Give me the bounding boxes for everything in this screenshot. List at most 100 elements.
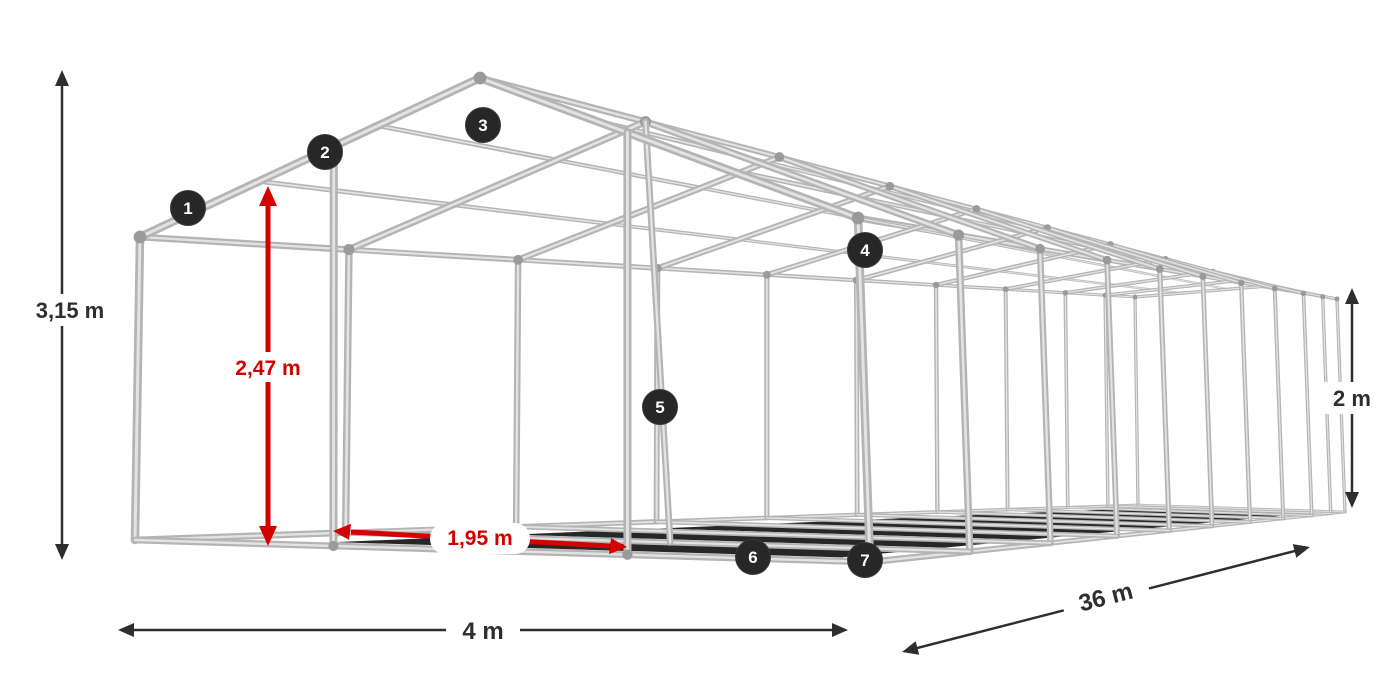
part-marker-3[interactable]: 3 <box>465 107 501 143</box>
frame-tube-highlight <box>344 248 351 534</box>
ground-shadow <box>1077 509 1287 517</box>
frame-tube-highlight <box>1302 292 1313 517</box>
dimension-label-entrance-width: 1,95 m <box>447 527 512 550</box>
frame-tube-highlight <box>478 76 860 220</box>
part-marker-1-circle <box>170 190 206 226</box>
frame-tube-highlight <box>855 226 1049 282</box>
frame-tube-highlight <box>1202 275 1213 527</box>
frame-tube-highlight <box>138 235 351 251</box>
frame-tube-highlight <box>1046 226 1204 278</box>
part-marker-7-circle <box>847 542 883 578</box>
frame-tube-highlight <box>1004 288 1009 511</box>
arrowhead-left-icon <box>902 641 920 655</box>
dimension-entrance-width: 1,95 m <box>333 523 627 555</box>
frame-tube-highlight <box>996 270 1063 280</box>
part-marker-3-circle <box>465 107 501 143</box>
dimension-length: 36 m <box>902 544 1310 655</box>
tube-joint <box>1334 296 1340 302</box>
tube-joint <box>513 254 523 265</box>
tube-joint <box>1237 279 1245 287</box>
part-marker-4[interactable]: 4 <box>847 232 883 268</box>
label-background <box>22 294 118 326</box>
arrowhead-up-icon <box>1345 288 1359 304</box>
frame-tube-highlight <box>451 204 611 225</box>
dimension-side-height: 2 m <box>1322 288 1382 508</box>
arrowhead-right-icon <box>832 623 848 637</box>
frame-tube-highlight <box>1107 505 1332 514</box>
arrowhead-right-icon <box>609 538 627 555</box>
tube-joint <box>1155 265 1164 273</box>
tube-joint <box>622 549 633 560</box>
frame-tube-highlight <box>856 514 1213 527</box>
label-background <box>430 523 530 554</box>
tube-joint <box>774 152 785 162</box>
dimension-clearance-height: 2,47 m <box>226 186 310 546</box>
frame-tube-highlight <box>778 155 1042 250</box>
tube-joint <box>1035 243 1045 254</box>
tube-joint <box>932 281 940 289</box>
tube-joint <box>343 244 355 256</box>
frame-tube-highlight <box>258 180 454 206</box>
part-marker-4-number: 4 <box>860 241 870 260</box>
frame-tube-highlight <box>989 242 1059 258</box>
frame-tube-highlight <box>1240 282 1251 523</box>
label-background <box>1322 382 1382 414</box>
frame-tube-highlight <box>1274 287 1284 520</box>
tent-wireframe <box>130 71 1347 567</box>
frame-tube-highlight <box>377 124 558 161</box>
frame-tube-highlight <box>514 258 520 528</box>
frame-tube-highlight <box>1109 243 1242 284</box>
tube-joint <box>851 211 865 225</box>
part-marker-3-number: 3 <box>478 116 487 135</box>
frame-tube-highlight <box>766 274 858 281</box>
part-marker-6-circle <box>735 539 771 575</box>
dimension-label-clearance-height: 2,47 m <box>235 357 300 380</box>
part-marker-6[interactable]: 6 <box>735 539 771 575</box>
dimension-width: 4 m <box>118 611 848 647</box>
tube-joint <box>1320 293 1326 300</box>
label-background <box>446 611 520 647</box>
frame-tube-highlight <box>656 267 768 276</box>
frame-tube-highlight <box>888 185 1109 262</box>
frame-tube-highlight <box>1038 247 1052 545</box>
tube-joint <box>133 230 147 244</box>
frame-tube-highlight <box>855 279 937 286</box>
dimension-label-side-height: 2 m <box>1333 386 1371 411</box>
frame-tube-highlight <box>133 235 142 542</box>
part-marker-2-number: 2 <box>320 143 329 162</box>
arrowhead-left-icon <box>333 523 351 540</box>
tube-joint <box>473 71 487 85</box>
frame-tube-highlight <box>1106 259 1119 538</box>
tube-joint <box>972 205 981 213</box>
frame-tube-highlight <box>644 120 672 544</box>
frame-tube-highlight <box>936 511 1251 523</box>
frame-tube-highlight <box>700 187 821 212</box>
frame-tube-highlight <box>1158 268 1171 532</box>
part-marker-6-number: 6 <box>748 548 757 567</box>
ground-shadow <box>776 521 1127 534</box>
part-marker-5[interactable]: 5 <box>642 389 678 425</box>
frame-tube-highlight <box>1067 506 1313 517</box>
part-marker-2-circle <box>307 134 343 170</box>
tube-joint <box>885 181 895 191</box>
frame-tube-highlight <box>1134 296 1139 506</box>
part-marker-7-number: 7 <box>860 551 869 570</box>
frame-tube-highlight <box>738 238 841 253</box>
frame-tube-highlight <box>655 520 1118 537</box>
arrowhead-up-icon <box>55 70 69 86</box>
arrowhead-up-icon <box>259 186 277 206</box>
frame-tube-highlight <box>856 216 872 564</box>
tube-joint <box>1132 294 1138 300</box>
part-marker-2[interactable]: 2 <box>307 134 343 170</box>
frame-tube-highlight <box>347 248 520 261</box>
ground-shadow <box>869 517 1176 529</box>
part-marker-1[interactable]: 1 <box>170 190 206 226</box>
tube-joint <box>328 540 339 552</box>
tube-joint <box>1271 285 1278 292</box>
frame-tube-highlight <box>935 284 1007 290</box>
part-marker-7[interactable]: 7 <box>847 542 883 578</box>
dimension-label-total-height: 3,15 m <box>36 298 105 323</box>
arrowhead-down-icon <box>55 544 69 560</box>
frame-tube-highlight <box>644 120 960 237</box>
